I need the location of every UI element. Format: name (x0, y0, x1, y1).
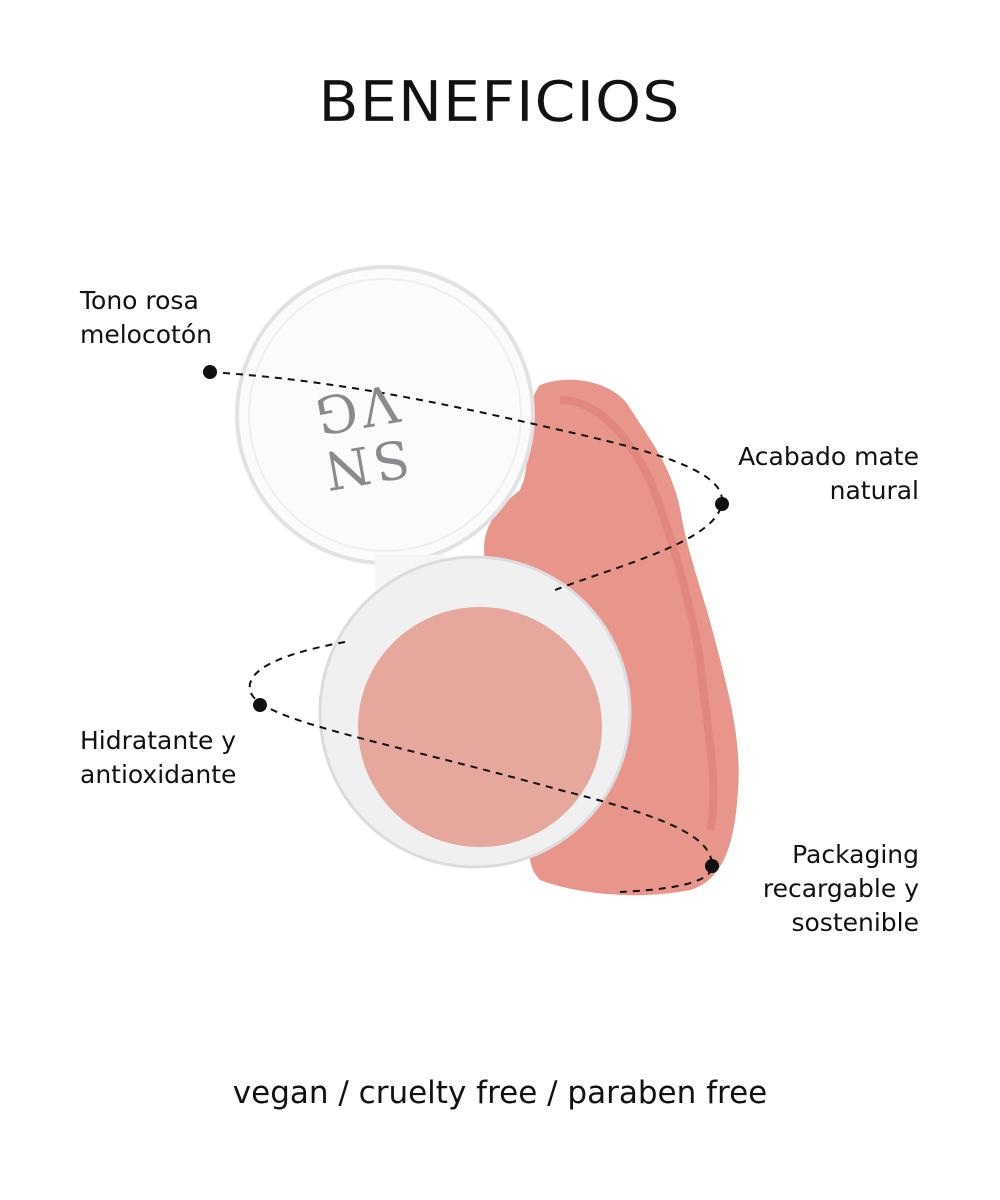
benefit-finish: Acabado mate natural (738, 440, 919, 508)
benefit-line: Hidratante y (80, 726, 237, 755)
benefit-line: Packaging (792, 840, 919, 869)
connector-line-1 (209, 371, 724, 591)
benefit-line: melocotón (80, 320, 212, 349)
brand-logo: SN VG (291, 370, 429, 501)
marker-dot-1 (203, 365, 217, 379)
benefit-packaging: Packaging recargable y sostenible (763, 838, 919, 940)
marker-dot-2 (715, 497, 729, 511)
marker-dot-4 (705, 859, 719, 873)
benefit-line: Acabado mate (738, 442, 919, 471)
page-title: BENEFICIOS (0, 70, 1000, 135)
marker-dot-3 (253, 698, 267, 712)
benefit-line: antioxidante (80, 760, 237, 789)
benefit-line: natural (829, 476, 919, 505)
benefit-line: recargable y (762, 874, 919, 903)
benefit-line: Tono rosa (80, 286, 199, 315)
claims-footer: vegan / cruelty free / paraben free (232, 1075, 768, 1111)
benefit-line: sostenible (791, 908, 919, 937)
blush-pan (358, 607, 602, 847)
benefit-tone: Tono rosa melocotón (80, 284, 212, 352)
title-text: BENEFICIOS (318, 70, 682, 135)
benefit-hydrating: Hidratante y antioxidante (80, 724, 236, 792)
